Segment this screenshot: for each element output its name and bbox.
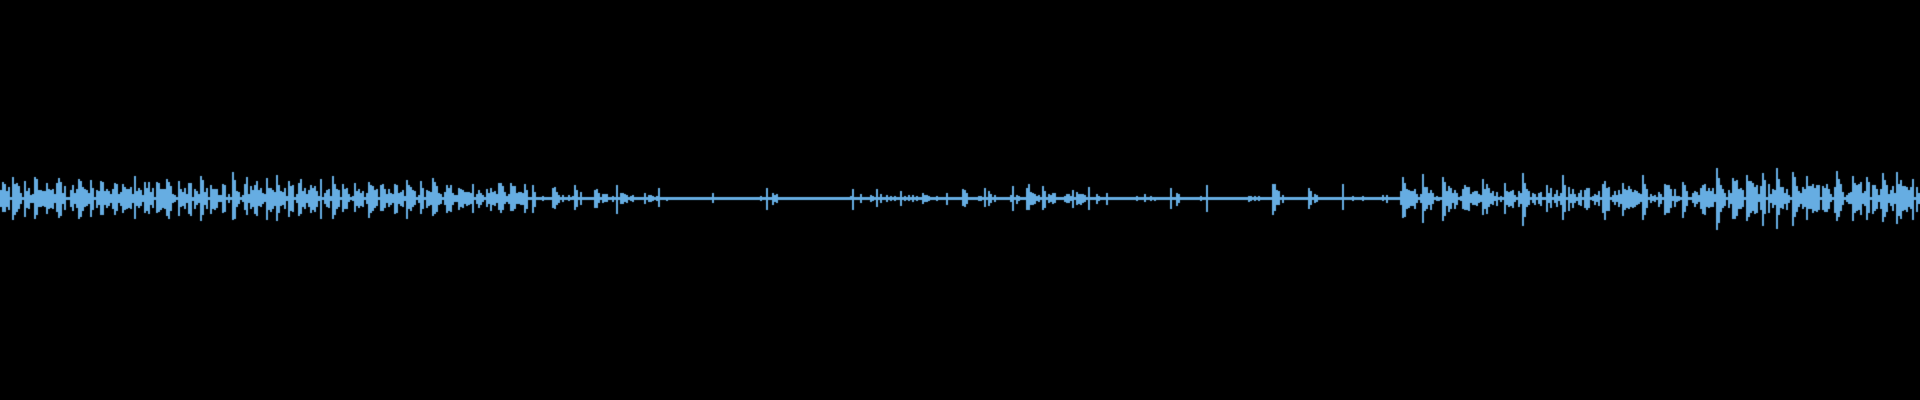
waveform-canvas[interactable]: [0, 0, 1920, 400]
audio-waveform-viewer[interactable]: [0, 0, 1920, 400]
